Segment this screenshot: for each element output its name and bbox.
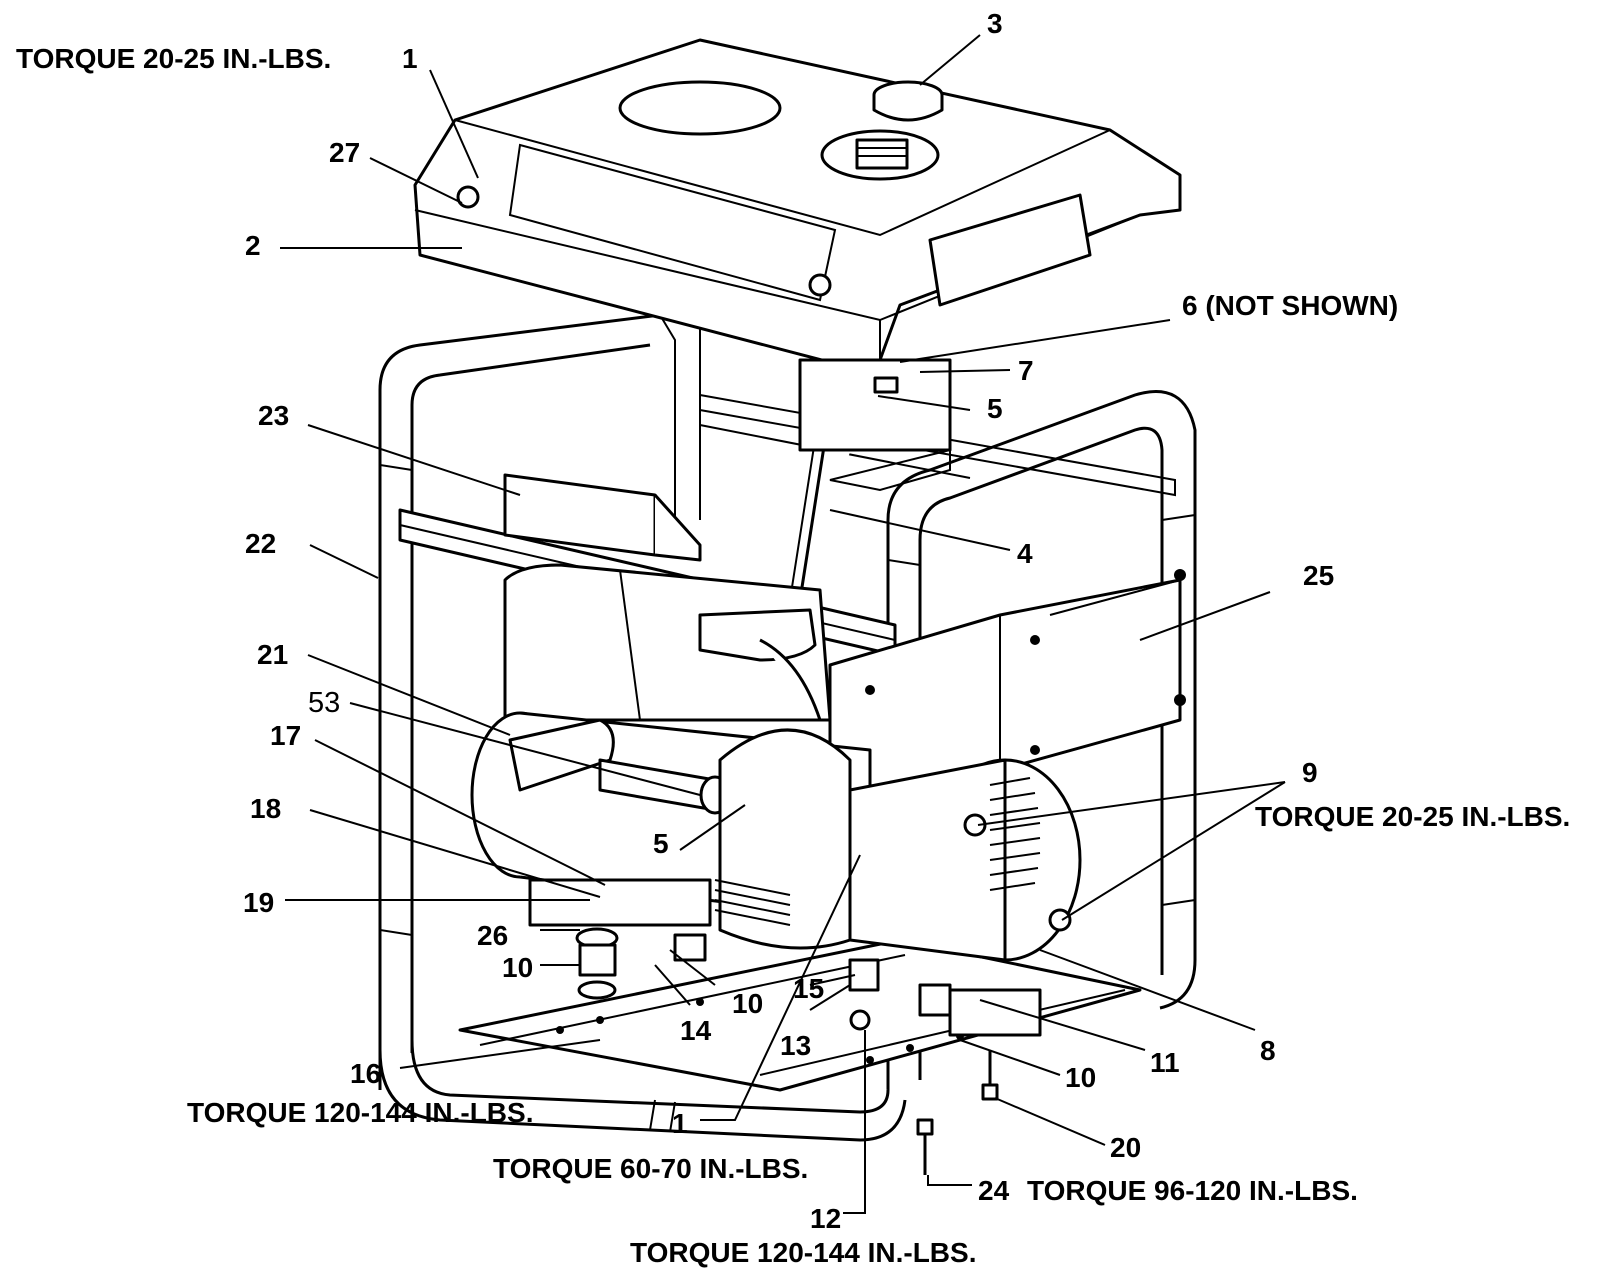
callout-26: 26 (477, 920, 508, 951)
callout-23: 23 (258, 400, 289, 431)
callout-24: 24 (978, 1175, 1010, 1206)
callout-5-top: 5 (987, 393, 1003, 424)
callout-11: 11 (1150, 1047, 1180, 1078)
callout-10-c: 10 (1065, 1062, 1096, 1093)
callout-2: 2 (245, 230, 261, 261)
end-bell (714, 728, 852, 950)
torque-label-bottom-left: TORQUE 120-144 IN.-LBS. (187, 1097, 533, 1128)
callout-10-b: 10 (732, 988, 763, 1019)
torque-label-bottom: TORQUE 120-144 IN.-LBS. (630, 1237, 976, 1268)
callout-6: 6 (NOT SHOWN) (1182, 290, 1398, 321)
engine (503, 563, 832, 722)
torque-label-right: TORQUE 20-25 IN.-LBS. (1255, 801, 1570, 832)
callout-22: 22 (245, 528, 276, 559)
callout-4: 4 (1017, 538, 1033, 569)
callout-17: 17 (270, 720, 301, 751)
vibration-mounts (528, 878, 1042, 1037)
vent-louvers (989, 777, 1041, 891)
torque-label-top-left: TORQUE 20-25 IN.-LBS. (16, 43, 331, 74)
callout-15: 15 (793, 973, 824, 1004)
callout-9: 9 (1302, 757, 1318, 788)
torque-label-bottom-right: TORQUE 96-120 IN.-LBS. (1027, 1175, 1358, 1206)
callout-16: 16 (350, 1058, 381, 1089)
callout-21: 21 (257, 639, 288, 670)
callout-13: 13 (780, 1030, 811, 1061)
callout-3: 3 (987, 8, 1003, 39)
callout-20: 20 (1110, 1132, 1141, 1163)
callout-1-top: 1 (402, 43, 418, 74)
heat-shield (503, 473, 702, 562)
fuel-tank (413, 38, 1182, 372)
callout-1-bottom: 1 (672, 1108, 688, 1139)
fuel-line (789, 358, 952, 601)
fan-slots (714, 879, 791, 926)
leader-lines (280, 34, 1286, 1214)
callout-19: 19 (243, 887, 274, 918)
callout-18: 18 (250, 793, 281, 824)
rear-bearing-carrier (848, 758, 1082, 962)
mounting-bolts (848, 958, 999, 1175)
callout-27: 27 (329, 137, 360, 168)
callout-10-a: 10 (502, 952, 533, 983)
fuel-cap (872, 80, 944, 122)
base-rails (458, 938, 1142, 1092)
callout-12: 12 (810, 1203, 841, 1234)
callout-53: 53 (308, 687, 340, 719)
callout-7: 7 (1018, 355, 1034, 386)
callout-25: 25 (1303, 560, 1334, 591)
torque-label-bottom-center: TORQUE 60-70 IN.-LBS. (493, 1153, 808, 1184)
callout-5-mid: 5 (653, 828, 669, 859)
callout-14: 14 (680, 1015, 712, 1046)
callout-8: 8 (1260, 1035, 1276, 1066)
callout-labels: TORQUE 20-25 IN.-LBS. 1 3 27 2 6 (NOT SH… (16, 8, 1570, 1268)
